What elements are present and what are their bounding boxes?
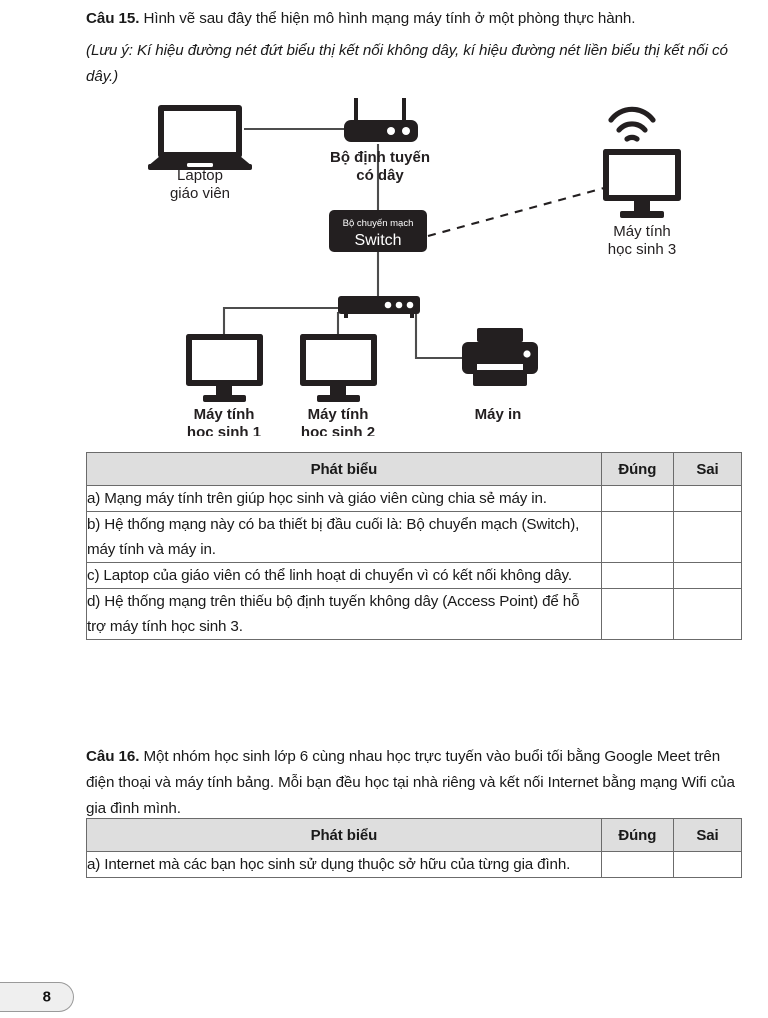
pc3-label-line2: học sinh 3 (608, 241, 676, 258)
answer-cell-true-c[interactable] (600, 562, 674, 589)
wifi-icon (608, 106, 656, 142)
statement-text-d: d) Hệ thống mạng trên thiếu bộ định tuyế… (86, 588, 602, 640)
answer-cell-true-b[interactable] (600, 511, 674, 563)
answer-cell-true-a[interactable] (600, 485, 674, 512)
question-15-note-text: (Lưu ý: Kí hiệu đường nét đứt biểu thị k… (86, 42, 728, 85)
question-15-heading: Câu 15. Hình vẽ sau đây thể hiện mô hình… (86, 6, 742, 32)
printer-label: Máy in (475, 406, 522, 423)
question-15-note: (Lưu ý: Kí hiệu đường nét đứt biểu thị k… (86, 38, 742, 90)
page-number-tab: 8 (0, 982, 74, 1012)
table-row: c) Laptop của giáo viên có thể linh hoạt… (86, 562, 743, 589)
link-hub-pc1 (222, 306, 338, 334)
router-label-line2: có dây (356, 167, 404, 184)
answer-cell-false-a[interactable] (672, 485, 743, 512)
pc2-label-line2: học sinh 2 (301, 424, 375, 436)
table-16-header-true: Đúng (600, 818, 674, 852)
question-16-number: Câu 16. (86, 748, 140, 765)
table-row: b) Hệ thống mạng này có ba thiết bị đầu … (86, 511, 743, 563)
table-15-header-false: Sai (672, 452, 743, 486)
answer-cell-false-d[interactable] (672, 588, 743, 640)
statement-text-c: c) Laptop của giáo viên có thể linh hoạt… (86, 562, 602, 589)
pc2-label-line1: Máy tính (308, 406, 369, 423)
question-16-heading: Câu 16. Một nhóm học sinh lớp 6 cùng nha… (86, 744, 742, 822)
table-row: a) Internet mà các bạn học sinh sử dụng … (86, 851, 743, 878)
network-diagram: Laptop giáo viên Bộ định tuyến có dây Bộ… (86, 96, 742, 436)
table-row: a) Mạng máy tính trên giúp học sinh và g… (86, 485, 743, 512)
question-15-prompt: Hình vẽ sau đây thể hiện mô hình mạng má… (143, 10, 636, 27)
router-label-line1: Bộ định tuyến (330, 149, 430, 166)
switch-box: Bộ chuyến mạch Switch (329, 210, 427, 252)
pc1-label-line1: Máy tính (194, 406, 255, 423)
table-16-header-statement: Phát biểu (86, 818, 602, 852)
pc3-label-line1: Máy tính (613, 223, 671, 240)
statement-text-a: a) Mạng máy tính trên giúp học sinh và g… (86, 485, 602, 512)
statement-table-15: Phát biểu Đúng Sai a) Mạng máy tính trên… (86, 452, 743, 640)
question-15-number: Câu 15. (86, 10, 140, 27)
switch-label-big: Switch (354, 232, 401, 249)
answer-cell-true-d[interactable] (600, 588, 674, 640)
laptop-label-line2: giáo viên (170, 185, 230, 202)
table-15-header-row: Phát biểu Đúng Sai (86, 452, 743, 486)
answer-16-cell-false-a[interactable] (672, 851, 743, 878)
printer-icon (462, 328, 538, 386)
table-15-header-true: Đúng (600, 452, 674, 486)
statement-16-text-a: a) Internet mà các bạn học sinh sử dụng … (86, 851, 602, 878)
switch-label-small: Bộ chuyến mạch (343, 218, 414, 229)
question-16-prompt: Một nhóm học sinh lớp 6 cùng nhau học tr… (86, 748, 735, 817)
laptop-icon (148, 105, 252, 170)
table-15-header-statement: Phát biểu (86, 452, 602, 486)
laptop-label-line1: Laptop (177, 167, 223, 184)
link-switch-pc3-wireless (427, 186, 605, 238)
table-16-header-false: Sai (672, 818, 743, 852)
network-hub-icon (338, 296, 420, 318)
table-row: d) Hệ thống mạng trên thiếu bộ định tuyế… (86, 588, 743, 640)
statement-text-b: b) Hệ thống mạng này có ba thiết bị đầu … (86, 511, 602, 563)
answer-cell-false-b[interactable] (672, 511, 743, 563)
answer-cell-false-c[interactable] (672, 562, 743, 589)
statement-table-16: Phát biểu Đúng Sai a) Internet mà các bạ… (86, 818, 743, 878)
monitor-icon-pc1 (186, 334, 263, 402)
monitor-icon-pc3 (603, 149, 681, 218)
monitor-icon-pc2 (300, 334, 377, 402)
wired-router-icon (344, 98, 418, 142)
table-16-header-row: Phát biểu Đúng Sai (86, 818, 743, 852)
pc1-label-line2: học sinh 1 (187, 424, 261, 436)
link-hub-printer (414, 312, 464, 360)
wired-links (222, 127, 464, 360)
page-number: 8 (42, 988, 51, 1006)
answer-16-cell-true-a[interactable] (600, 851, 674, 878)
